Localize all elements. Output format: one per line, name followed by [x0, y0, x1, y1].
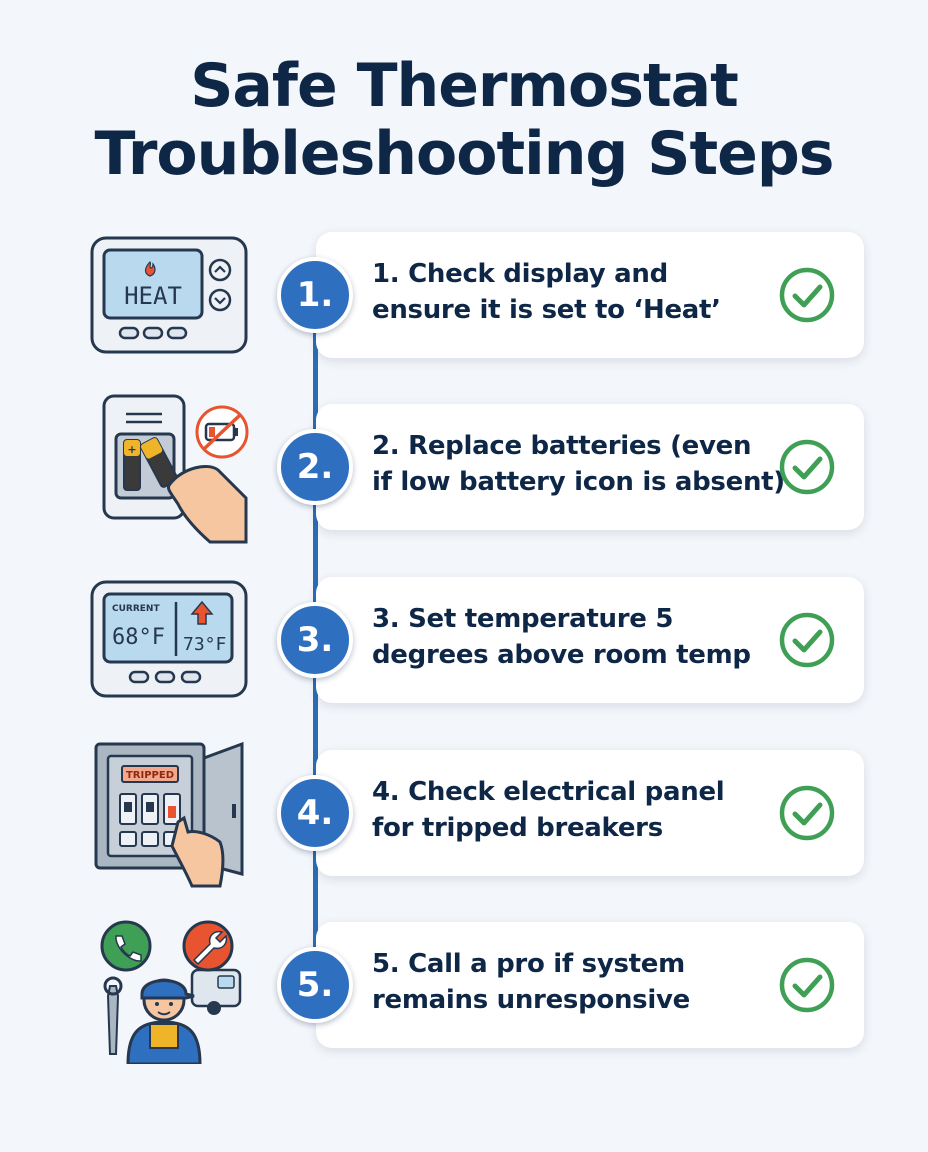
check-circle-icon: [779, 957, 835, 1013]
phone-icon: [115, 935, 142, 962]
step-4-text-line-2: for tripped breakers: [372, 813, 663, 843]
up-arrow-icon: [190, 600, 214, 625]
thermostat-heat-illustration: HEAT: [90, 236, 248, 354]
check-circle-icon: [779, 439, 835, 495]
page-title-line-2: Troubleshooting Steps: [94, 119, 835, 189]
step-badge-1: 1.: [277, 257, 353, 333]
step-2-text-line-2: if low battery icon is absent): [372, 467, 785, 497]
step-card-5: 5. Call a pro if system remains unrespon…: [316, 922, 864, 1048]
step-card-2: 2. Replace batteries (even if low batter…: [316, 404, 864, 530]
step-5-text: 5. Call a pro if system remains unrespon…: [372, 946, 772, 1018]
step-badge-5: 5.: [277, 947, 353, 1023]
step-2-text-line-1: 2. Replace batteries (even: [372, 431, 752, 461]
step-card-1: 1. Check display and ensure it is set to…: [316, 232, 864, 358]
replace-batteries-illustration: +: [102, 394, 249, 544]
step-badge-3: 3.: [277, 602, 353, 678]
step-2-text: 2. Replace batteries (even if low batter…: [372, 428, 785, 500]
current-label: CURRENT: [112, 604, 160, 614]
step-3-text-line-2: degrees above room temp: [372, 640, 751, 670]
no-battery-icon: [203, 414, 241, 450]
step-card-4: 4. Check electrical panel for tripped br…: [316, 750, 864, 876]
step-3-text: 3. Set temperature 5 degrees above room …: [372, 601, 772, 673]
step-3-text-line-1: 3. Set temperature 5: [372, 604, 674, 634]
current-temperature: 68°F: [112, 625, 165, 650]
target-temperature: 73°F: [183, 634, 226, 655]
electrical-panel-illustration: TRIPPED: [94, 741, 244, 888]
page-title-line-1: Safe Thermostat: [190, 51, 739, 121]
check-circle-icon: [779, 785, 835, 841]
step-5-text-line-2: remains unresponsive: [372, 985, 690, 1015]
step-5-text-line-1: 5. Call a pro if system: [372, 949, 685, 979]
flame-icon: [144, 261, 156, 277]
step-1-text-line-1: 1. Check display and: [372, 259, 668, 289]
thermostat-temperature-illustration: CURRENT 68°F 73°F: [90, 580, 248, 698]
step-1-text-line-2: ensure it is set to ‘Heat’: [372, 295, 721, 325]
display-mode-text: HEAT: [124, 282, 182, 310]
step-1-text: 1. Check display and ensure it is set to…: [372, 256, 772, 328]
check-circle-icon: [779, 267, 835, 323]
step-4-text-line-1: 4. Check electrical panel: [372, 777, 725, 807]
check-circle-icon: [779, 612, 835, 668]
step-4-text: 4. Check electrical panel for tripped br…: [372, 774, 772, 846]
call-technician-illustration: [100, 920, 242, 1064]
tripped-label: TRIPPED: [126, 770, 174, 781]
step-badge-2: 2.: [277, 429, 353, 505]
step-card-3: 3. Set temperature 5 degrees above room …: [316, 577, 864, 703]
svg-text:+: +: [127, 443, 136, 456]
wrench-icon: [192, 930, 228, 966]
step-badge-4: 4.: [277, 775, 353, 851]
page-title: Safe Thermostat Troubleshooting Steps: [0, 52, 928, 188]
